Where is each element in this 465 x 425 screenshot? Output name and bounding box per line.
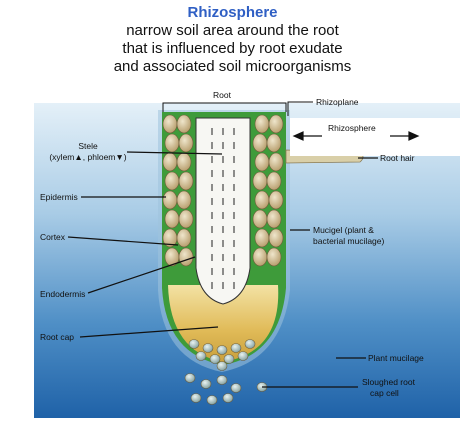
cortex-cell (176, 114, 192, 134)
cortex-cell (268, 152, 284, 172)
cortex-cell (266, 171, 282, 191)
sloughed-cell (230, 383, 242, 393)
diagram-subtitle-line-2: that is influenced by root exudate (122, 40, 343, 57)
cap-cell (202, 343, 214, 353)
sloughed-cell (216, 375, 228, 385)
cortex-cells (162, 114, 284, 267)
cortex-pointer (67, 236, 179, 246)
label-endodermis: Endodermis (40, 289, 85, 299)
cortex-cell (164, 171, 180, 191)
cortex-cell (162, 114, 178, 134)
cortex-cell (266, 133, 282, 153)
cortex-cell (176, 228, 192, 248)
cortex-cell (176, 152, 192, 172)
label-root-cap: Root cap (40, 332, 74, 342)
cortex-cell (178, 133, 194, 153)
label-cortex: Cortex (40, 232, 66, 242)
cortex-cell (254, 114, 270, 134)
cap-cell (195, 351, 207, 361)
sloughed-cells (184, 373, 268, 405)
root-bracket (162, 102, 287, 112)
diagram-subtitle-line-3: and associated soil microorganisms (113, 58, 352, 75)
cortex-cell (162, 190, 178, 210)
cortex-cell (252, 247, 268, 267)
label-sloughed-detail: cap cell (370, 388, 399, 398)
rhizosphere-arrows (292, 131, 420, 141)
sloughed-cell (184, 373, 196, 383)
stele (195, 117, 251, 305)
cortex-cell (268, 228, 284, 248)
cortex-cell (176, 190, 192, 210)
cortex-cell (164, 133, 180, 153)
label-epidermis: Epidermis (40, 192, 78, 202)
cortex-cell (178, 171, 194, 191)
cortex-cell (266, 209, 282, 229)
sloughed-cell (190, 393, 202, 403)
sloughed-cell (200, 379, 212, 389)
label-rhizosphere: Rhizosphere (328, 123, 376, 133)
cortex-cell (178, 247, 194, 267)
label-mucigel: Mucigel (plant & (313, 225, 374, 235)
cortex-cell (254, 152, 270, 172)
cap-cell (223, 354, 235, 364)
cortex-cell (252, 133, 268, 153)
cortex-cell (254, 228, 270, 248)
cortex-cell (268, 114, 284, 134)
cap-cell (209, 354, 221, 364)
cap-cell (216, 345, 228, 355)
endodermis-pointer (87, 256, 196, 294)
diagram-subtitle-line-1: narrow soil area around the root (126, 22, 339, 39)
cap-cell (188, 339, 200, 349)
cortex-cell (162, 152, 178, 172)
label-stele-detail: (xylem▲, phloem▼) (49, 152, 126, 162)
cortex-cell (254, 190, 270, 210)
cortex-cell (164, 209, 180, 229)
sloughed-cell (206, 395, 218, 405)
label-sloughed: Sloughed root (362, 377, 416, 387)
label-root: Root (213, 90, 232, 100)
label-stele: Stele (78, 141, 98, 151)
cap-cell (216, 361, 228, 371)
diagram-title: Rhizosphere (187, 4, 278, 21)
stele-vascular-marks (211, 128, 235, 289)
label-root-hair: Root hair (380, 153, 415, 163)
cortex-cell (252, 209, 268, 229)
label-rhizoplane: Rhizoplane (316, 97, 359, 107)
cortex-cell (268, 190, 284, 210)
cortex-cell (178, 209, 194, 229)
cap-cell (230, 343, 242, 353)
label-plant-mucilage: Plant mucilage (368, 353, 424, 363)
cortex-cell (266, 247, 282, 267)
stele-pointer (126, 151, 223, 155)
rhizoplane-pointer (287, 101, 313, 116)
root-cap-cells (188, 339, 256, 371)
cortex-cell (252, 171, 268, 191)
label-mucigel-detail: bacterial mucilage) (313, 236, 385, 246)
root-cap-pointer (79, 326, 219, 338)
sloughed-cell (222, 393, 234, 403)
cap-cell (237, 351, 249, 361)
cap-cell (244, 339, 256, 349)
rhizosphere-label-box (290, 118, 460, 156)
